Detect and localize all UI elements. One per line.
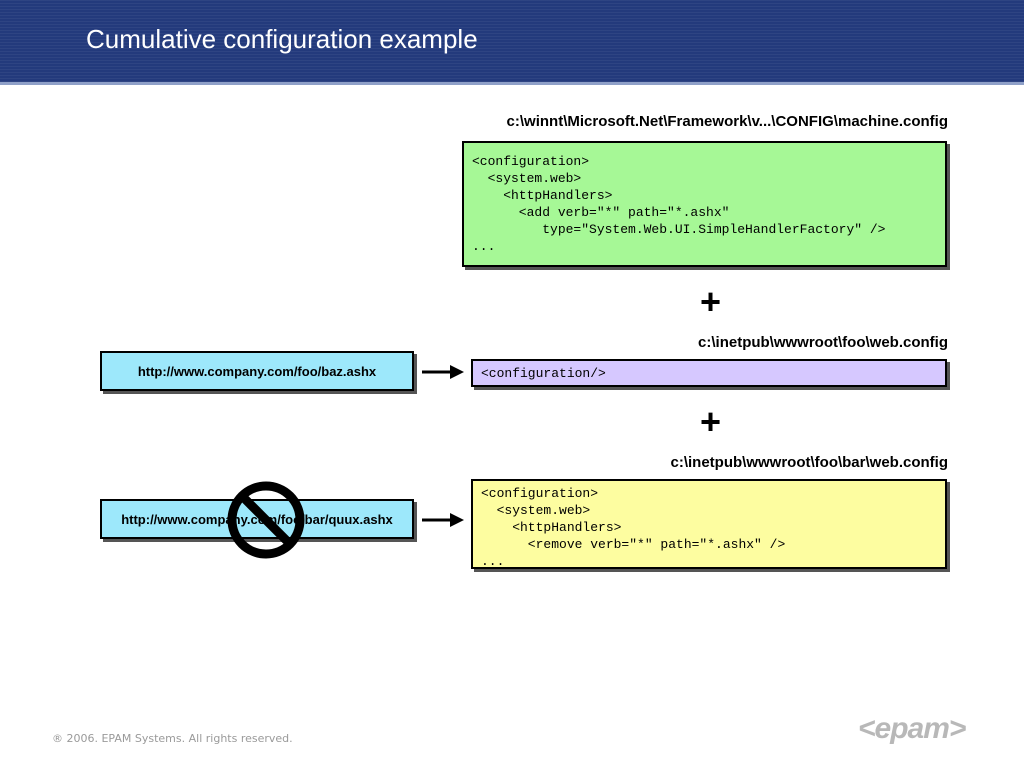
code-line: <add verb="*" path="*.ashx" — [472, 205, 730, 220]
epam-logo: <epam> — [858, 712, 966, 745]
right-arrow-icon — [422, 365, 464, 379]
plus-sign: + — [700, 401, 722, 442]
code-line: <configuration> — [472, 154, 590, 169]
code-line: ... — [472, 239, 496, 254]
machine-config-box: <configuration> <system.web> <httpHandle… — [462, 141, 947, 267]
code-line: ... — [481, 554, 505, 569]
foo-config-path: c:\inetpub\wwwroot\foo\web.config — [698, 334, 948, 351]
code-line: <system.web> — [481, 503, 591, 518]
copyright-text: ® 2006. EPAM Systems. All rights reserve… — [52, 732, 293, 745]
plus-sign: + — [700, 281, 722, 322]
blocked-url-box: http://www.company.com/foo/bar/quux.ashx — [100, 499, 414, 539]
machine-config-path: c:\winnt\Microsoft.Net\Framework\v...\CO… — [506, 113, 948, 130]
header-bar — [0, 0, 1024, 82]
bar-config-path: c:\inetpub\wwwroot\foo\bar\web.config — [670, 454, 949, 471]
right-arrow-icon — [422, 513, 464, 527]
prohibited-icon — [227, 481, 305, 559]
code-line: <configuration> — [481, 486, 599, 501]
code-line: <system.web> — [472, 171, 582, 186]
slide-title: Cumulative configuration example — [86, 24, 478, 54]
code-line: <remove verb="*" path="*.ashx" /> — [481, 537, 786, 552]
header-divider — [0, 82, 1024, 85]
code-line: <configuration/> — [481, 366, 606, 381]
code-line: <httpHandlers> — [472, 188, 613, 203]
bar-config-box: <configuration> <system.web> <httpHandle… — [471, 479, 947, 569]
code-line: type="System.Web.UI.SimpleHandlerFactory… — [472, 222, 886, 237]
code-line: <httpHandlers> — [481, 520, 622, 535]
foo-config-box: <configuration/> — [471, 359, 947, 387]
allowed-url-box: http://www.company.com/foo/baz.ashx — [100, 351, 414, 391]
